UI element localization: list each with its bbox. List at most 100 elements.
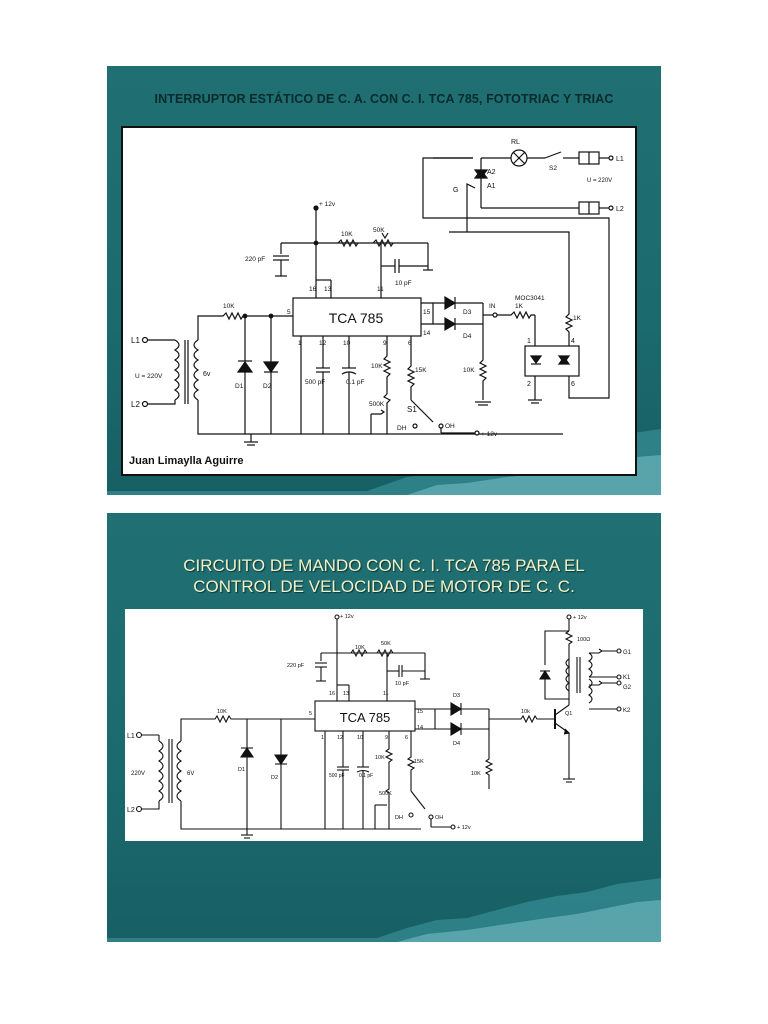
slide-1: INTERRUPTOR ESTÁTICO DE C. A. CON C. I. … bbox=[107, 66, 661, 495]
switch-s2[interactable] bbox=[544, 151, 562, 159]
transformer-secondary bbox=[193, 339, 200, 401]
cap10-label-2: 10 pF bbox=[395, 681, 410, 687]
pin-5: 5 bbox=[287, 309, 291, 316]
r10k-out-label: 10K bbox=[463, 367, 475, 374]
r10k-top-label: 10K bbox=[341, 231, 353, 238]
pin-14: 14 bbox=[423, 330, 431, 337]
moc-pin2: 2 bbox=[527, 381, 531, 388]
u220b-label: U = 220V bbox=[587, 178, 612, 184]
pin-15: 15 bbox=[423, 309, 431, 316]
d3-label: D3 bbox=[463, 309, 472, 316]
cap220-label: 220 pF bbox=[245, 256, 265, 263]
v220-label-2: 220V bbox=[131, 771, 145, 777]
l2-input: L2 bbox=[131, 400, 140, 409]
schematic-panel-1: TCA 785 16 13 11 5 15 14 1 12 10 9 6 + 1… bbox=[121, 126, 637, 476]
moc-pin6: 6 bbox=[571, 381, 575, 388]
diode-d4-2 bbox=[450, 722, 463, 736]
resistor-10k-pin9 bbox=[382, 336, 392, 394]
l2-input-2: L2 bbox=[127, 807, 135, 814]
resistor-10k-base bbox=[489, 714, 555, 724]
resistor-10k-input-2 bbox=[180, 714, 315, 741]
transformer-primary bbox=[147, 339, 180, 405]
g-label: G bbox=[453, 187, 458, 194]
pin-6-2: 6 bbox=[405, 735, 408, 741]
diode-d1 bbox=[236, 360, 254, 373]
transformer-secondary-2 bbox=[176, 740, 183, 802]
diode-d3 bbox=[444, 295, 457, 311]
r10k-top-label-2: 10K bbox=[355, 645, 365, 651]
slide-2: CIRCUITO DE MANDO CON C. I. TCA 785 PARA… bbox=[107, 513, 661, 942]
v6-label-2: 6V bbox=[187, 771, 194, 777]
d2-label: D2 bbox=[263, 383, 272, 390]
ic-label: TCA 785 bbox=[329, 310, 384, 326]
pin-13: 13 bbox=[324, 286, 332, 293]
pot50k-label-2: 50K bbox=[381, 641, 391, 647]
pin-9-2: 9 bbox=[385, 735, 388, 741]
k2-label-2: K2 bbox=[623, 708, 631, 714]
d2-label-2: D2 bbox=[271, 775, 278, 781]
switch-s1[interactable] bbox=[410, 399, 434, 423]
r1k-b-label: 1K bbox=[573, 315, 582, 322]
pin-11-2: 11 bbox=[383, 691, 389, 697]
r100-label-2: 100Ω bbox=[577, 637, 590, 643]
l1-input: L1 bbox=[131, 336, 140, 345]
slide-2-title-line2: CONTROL DE VELOCIDAD DE MOTOR DE C. C. bbox=[193, 577, 575, 596]
schematic-1: TCA 785 16 13 11 5 15 14 1 12 10 9 6 + 1… bbox=[129, 139, 624, 467]
pin-9: 9 bbox=[383, 340, 387, 347]
pin-16-2: 16 bbox=[329, 691, 335, 697]
pin-14-2: 14 bbox=[417, 725, 423, 731]
diode-d4 bbox=[444, 316, 457, 332]
diode-d3-2 bbox=[450, 702, 463, 716]
s1-label: S1 bbox=[407, 405, 417, 414]
resistor-1k bbox=[497, 310, 535, 320]
pot500k-label-2: 500K bbox=[379, 791, 392, 797]
u220-label: U = 220V bbox=[135, 373, 163, 380]
rl-label: RL bbox=[511, 139, 520, 146]
vcc3-label-2: + 12v bbox=[573, 615, 587, 621]
ic-tca785-2 bbox=[314, 700, 416, 732]
c01-label-2: 0.1 pF bbox=[359, 773, 373, 779]
switch-s1-2[interactable] bbox=[410, 790, 426, 810]
moc-pin1: 1 bbox=[527, 338, 531, 345]
d1-label: D1 bbox=[235, 383, 244, 390]
vcc2-label: + 12v bbox=[481, 431, 498, 438]
v6-label: 6v bbox=[203, 371, 211, 378]
resistor-1k-b bbox=[449, 231, 574, 346]
pin-10-2: 10 bbox=[357, 735, 363, 741]
d3-label-2: D3 bbox=[453, 693, 460, 699]
resistor-100-ohm bbox=[564, 630, 574, 705]
pin-10: 10 bbox=[343, 340, 351, 347]
cap220-label-2: 220 pF bbox=[287, 663, 305, 669]
r15k-label: 15K bbox=[415, 367, 427, 374]
l1-input-2: L1 bbox=[127, 733, 135, 740]
schematic-2: TCA 785 16 13 11 5 15 14 1 12 10 9 6 + 1… bbox=[127, 614, 632, 839]
r10k-b-label-2: 10k bbox=[521, 709, 530, 715]
vcc2-label-2: + 12v bbox=[457, 825, 471, 831]
vcc-label-2: + 12v bbox=[340, 614, 354, 620]
d1-label-2: D1 bbox=[238, 767, 245, 773]
pin-6: 6 bbox=[408, 340, 412, 347]
c01-label: 0.1 pF bbox=[346, 379, 364, 386]
pin-5-2: 5 bbox=[309, 711, 312, 717]
a2-label: A2 bbox=[487, 169, 496, 176]
schematic-panel-2: TCA 785 16 13 11 5 15 14 1 12 10 9 6 + 1… bbox=[125, 609, 643, 841]
resistor-10k-top bbox=[337, 238, 359, 248]
dh-label-2: DH bbox=[395, 815, 403, 821]
r10k-in-label-2: 10K bbox=[217, 709, 227, 715]
mountain-decoration-2 bbox=[107, 878, 661, 942]
potentiometer-500k bbox=[382, 393, 392, 434]
a1-label: A1 bbox=[487, 183, 496, 190]
transformer-primary-2 bbox=[141, 734, 164, 810]
ic-label-2: TCA 785 bbox=[340, 710, 391, 725]
r10k-out-label-2: 10K bbox=[471, 771, 481, 777]
resistor-15k bbox=[406, 336, 416, 400]
pin-16: 16 bbox=[309, 286, 317, 293]
vcc-label: + 12v bbox=[319, 201, 336, 208]
pin-12-2: 12 bbox=[337, 735, 343, 741]
pot50k-label: 50K bbox=[373, 227, 385, 234]
dh-label: DH bbox=[397, 425, 407, 432]
moc-label: MOC3041 bbox=[515, 295, 545, 302]
resistor-10k-input bbox=[197, 311, 293, 340]
pin-1: 1 bbox=[298, 340, 302, 347]
pot500k-label: 500K bbox=[369, 401, 385, 408]
